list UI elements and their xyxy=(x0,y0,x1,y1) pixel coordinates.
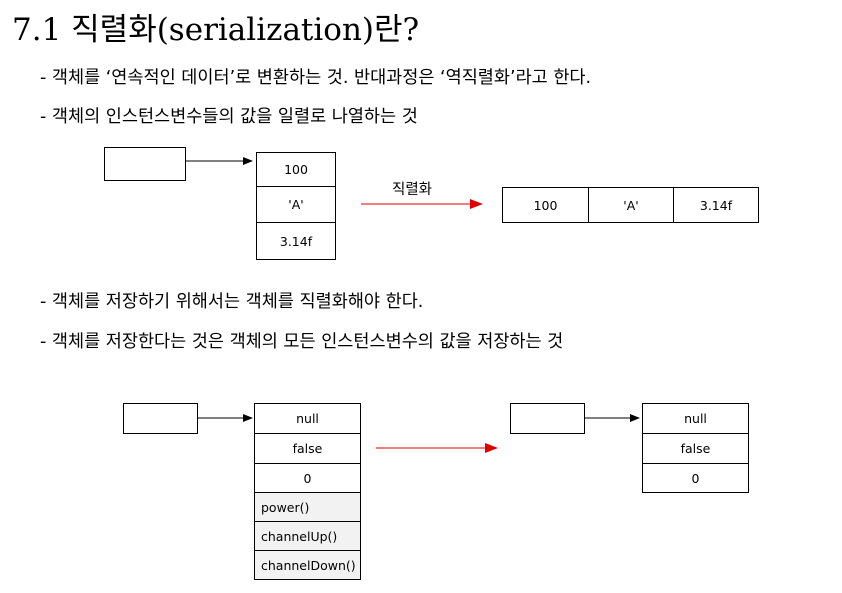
save-arrow-head xyxy=(485,443,498,453)
page-title: 7.1 직렬화(serialization)란? xyxy=(12,12,420,48)
reference-variable-box-3 xyxy=(510,403,585,434)
tv-method-channel-up: channelUp() xyxy=(254,521,361,551)
tv-method-channel-down: channelDown() xyxy=(254,550,361,580)
reference-variable-box-2 xyxy=(123,403,198,434)
object-field-2: 'A' xyxy=(256,186,336,223)
tv-field-2: false xyxy=(254,433,361,464)
saved-field-2: false xyxy=(642,433,749,464)
reference-arrow-head xyxy=(243,157,253,165)
tv-method-power: power() xyxy=(254,492,361,522)
reference-arrow-head-2 xyxy=(243,414,253,422)
saved-field-1: null xyxy=(642,403,749,434)
reference-variable-box xyxy=(104,147,186,181)
object-field-3: 3.14f xyxy=(256,222,336,260)
tv-field-3: 0 xyxy=(254,463,361,493)
object-field-1: 100 xyxy=(256,152,336,187)
reference-arrow-head-3 xyxy=(630,414,640,422)
serialize-arrow-head xyxy=(470,199,483,209)
serialize-arrow-label: 직렬화 xyxy=(392,182,433,198)
serialized-field-1: 100 xyxy=(502,187,589,223)
saved-field-3: 0 xyxy=(642,463,749,493)
bullet-must-serialize: - 객체를 저장하기 위해서는 객체를 직렬화해야 한다. xyxy=(40,292,424,312)
bullet-save-all-instance-values: - 객체를 저장한다는 것은 객체의 모든 인스턴스변수의 값을 저장하는 것 xyxy=(40,332,564,352)
serialized-field-2: 'A' xyxy=(588,187,674,223)
bullet-list-instance-values: - 객체의 인스턴스변수들의 값을 일렬로 나열하는 것 xyxy=(40,107,418,127)
serialized-field-3: 3.14f xyxy=(673,187,759,223)
bullet-serialization-definition: - 객체를 ‘연속적인 데이터’로 변환하는 것. 반대과정은 ‘역직렬화’라고… xyxy=(40,68,592,88)
